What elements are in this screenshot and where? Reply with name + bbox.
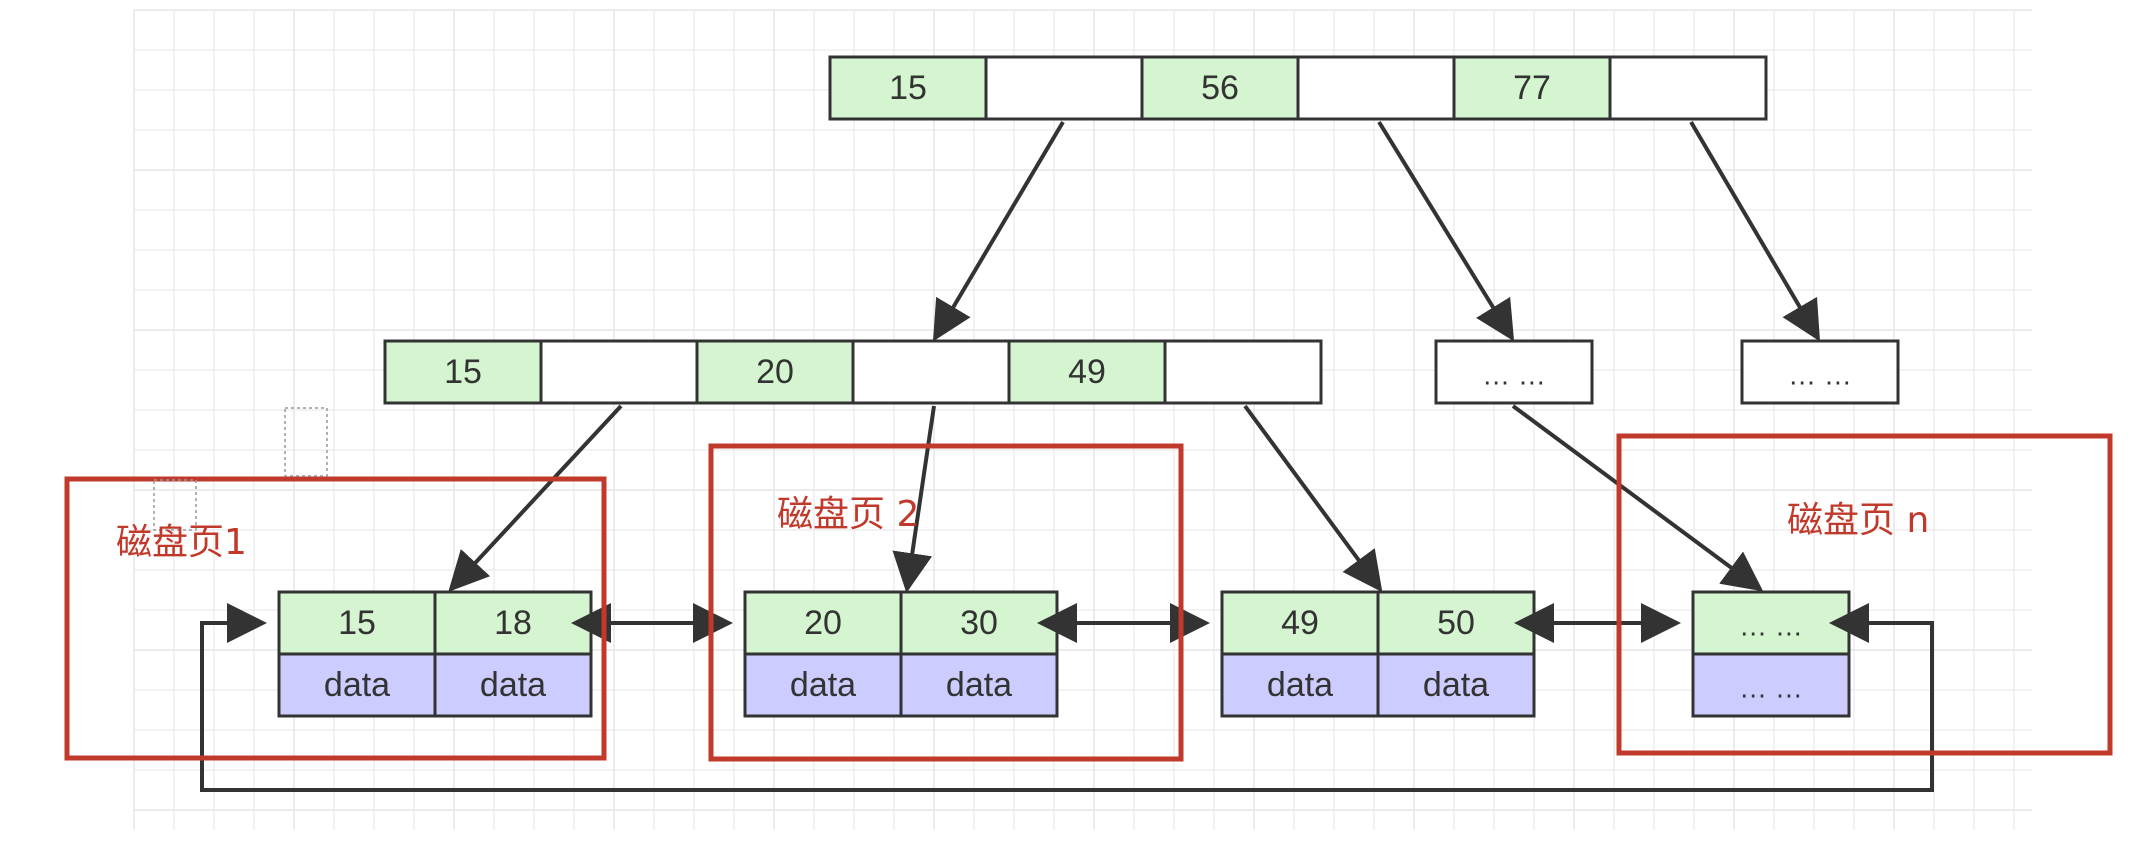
leaf-key-label: 18 [494, 604, 532, 642]
disk-page-box [1616, 433, 2113, 756]
internal-key-cell [1007, 339, 1167, 405]
pointer-arrow [1377, 120, 1515, 342]
leaf-key-label: 50 [1437, 604, 1475, 642]
root-key-label: 77 [1513, 69, 1551, 107]
internal-key-cell [383, 339, 543, 405]
disk-page-box [708, 443, 1184, 762]
leaf-key-label: 20 [804, 604, 842, 642]
internal-pointer-cell [539, 339, 699, 405]
leaf-node: 20 30 data data [743, 590, 1059, 718]
pointer-arrow [1511, 404, 1764, 592]
root-pointer-cell [1608, 55, 1768, 121]
leaf-key-label: 15 [338, 604, 376, 642]
root-pointer-cell [1296, 55, 1456, 121]
root-key-cell [1452, 55, 1612, 121]
disk-page-highlights [64, 433, 2113, 762]
wrap-around-link [200, 603, 1934, 792]
leaf-data-label: data [790, 666, 856, 704]
ellipsis-label: … … [1788, 360, 1852, 391]
disk-page-label: 磁盘页 2 [777, 494, 919, 535]
leaf-data-cell [1376, 652, 1536, 718]
pointer-arrow [932, 120, 1065, 342]
leaf-node: … … … … [1691, 590, 1851, 718]
ellipsis-node: … … [1434, 339, 1594, 405]
leaf-data-cell [1691, 652, 1851, 718]
leaf-data-label: data [1267, 666, 1333, 704]
pointer-arrow [1689, 120, 1821, 342]
internal-key-label: 20 [756, 353, 794, 391]
disk-page-box [64, 476, 607, 761]
leaf-data-label: data [480, 666, 546, 704]
leaf-key-label: 49 [1281, 604, 1319, 642]
pointer-arrow [1243, 404, 1383, 593]
leaf-data-cell [743, 652, 903, 718]
internal-key-label: 49 [1068, 353, 1106, 391]
disk-page-label: 磁盘页 n [1787, 500, 1929, 541]
selection-artifacts [153, 407, 328, 531]
dotted-marker [284, 407, 328, 477]
root-key-label: 15 [889, 69, 927, 107]
leaf-data-label: data [1423, 666, 1489, 704]
tree-pointers [448, 120, 1821, 593]
leaf-node: 49 50 data data [1220, 590, 1536, 718]
leaf-data-label: data [946, 666, 1012, 704]
dotted-marker [153, 479, 197, 531]
leaf-node: 15 18 data data [277, 590, 593, 718]
internal-pointer-cell [1163, 339, 1323, 405]
internal-node: 15 20 49 [383, 339, 1323, 405]
root-pointer-cell [984, 55, 1144, 121]
root-key-label: 56 [1201, 69, 1239, 107]
pointer-arrow [892, 405, 936, 593]
leaf-data-label: data [324, 666, 390, 704]
leaf-data-cell [433, 652, 593, 718]
leaf-key-label: … … [1739, 611, 1803, 642]
leaf-key-label: 30 [960, 604, 998, 642]
pointer-arrow [448, 404, 623, 592]
ellipsis-node: … … [1740, 339, 1900, 405]
ellipsis-label: … … [1482, 360, 1546, 391]
root-node: 15 56 77 [828, 55, 1768, 121]
internal-pointer-cell [851, 339, 1011, 405]
ellipsis-cell [1434, 339, 1594, 405]
disk-page-label: 磁盘页1 [116, 522, 247, 563]
internal-key-label: 15 [444, 353, 482, 391]
leaf-data-cell [899, 652, 1059, 718]
leaf-data-label: … … [1739, 673, 1803, 704]
